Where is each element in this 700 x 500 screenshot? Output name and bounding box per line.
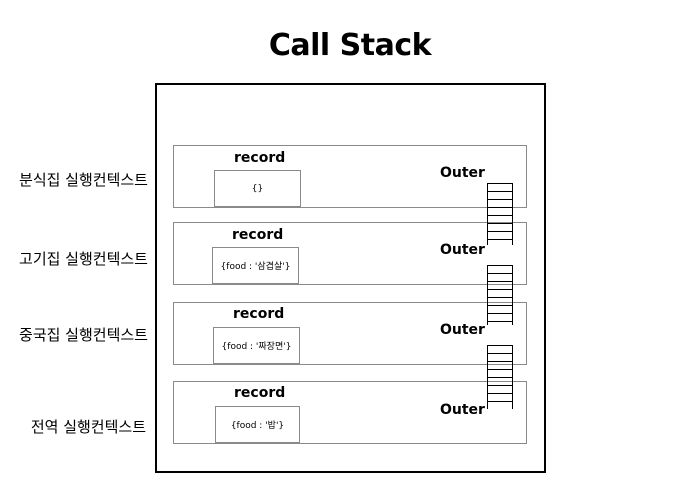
record-value-box: {}	[214, 170, 301, 207]
record-value-box: {food : '밥'}	[215, 406, 300, 443]
record-value-box: {food : '삼겹살'}	[212, 247, 299, 284]
context-label-bunsikjip: 분식집 실행컨텍스트	[19, 171, 148, 189]
outer-link-ladder-2	[487, 265, 513, 325]
record-value-box: {food : '짜장면'}	[213, 327, 300, 364]
outer-label: Outer	[440, 322, 485, 338]
call-stack-box	[155, 83, 546, 473]
record-title: record	[233, 306, 285, 322]
outer-label: Outer	[440, 242, 485, 258]
record-title: record	[234, 385, 286, 401]
context-label-junggukjip: 중국집 실행컨텍스트	[19, 326, 148, 344]
context-box-gogijip	[173, 222, 527, 285]
context-box-bunsikjip	[173, 145, 527, 208]
outer-label: Outer	[440, 402, 485, 418]
outer-link-ladder-3	[487, 345, 513, 409]
context-label-gogijip: 고기집 실행컨텍스트	[19, 250, 148, 268]
context-label-global: 전역 실행컨텍스트	[30, 418, 146, 436]
outer-link-ladder-1	[487, 183, 513, 245]
context-box-junggukjip	[173, 302, 527, 365]
diagram-title: Call Stack	[268, 28, 432, 63]
context-box-global	[173, 381, 527, 444]
outer-label: Outer	[440, 165, 485, 181]
record-title: record	[232, 227, 284, 243]
record-title: record	[234, 150, 286, 166]
